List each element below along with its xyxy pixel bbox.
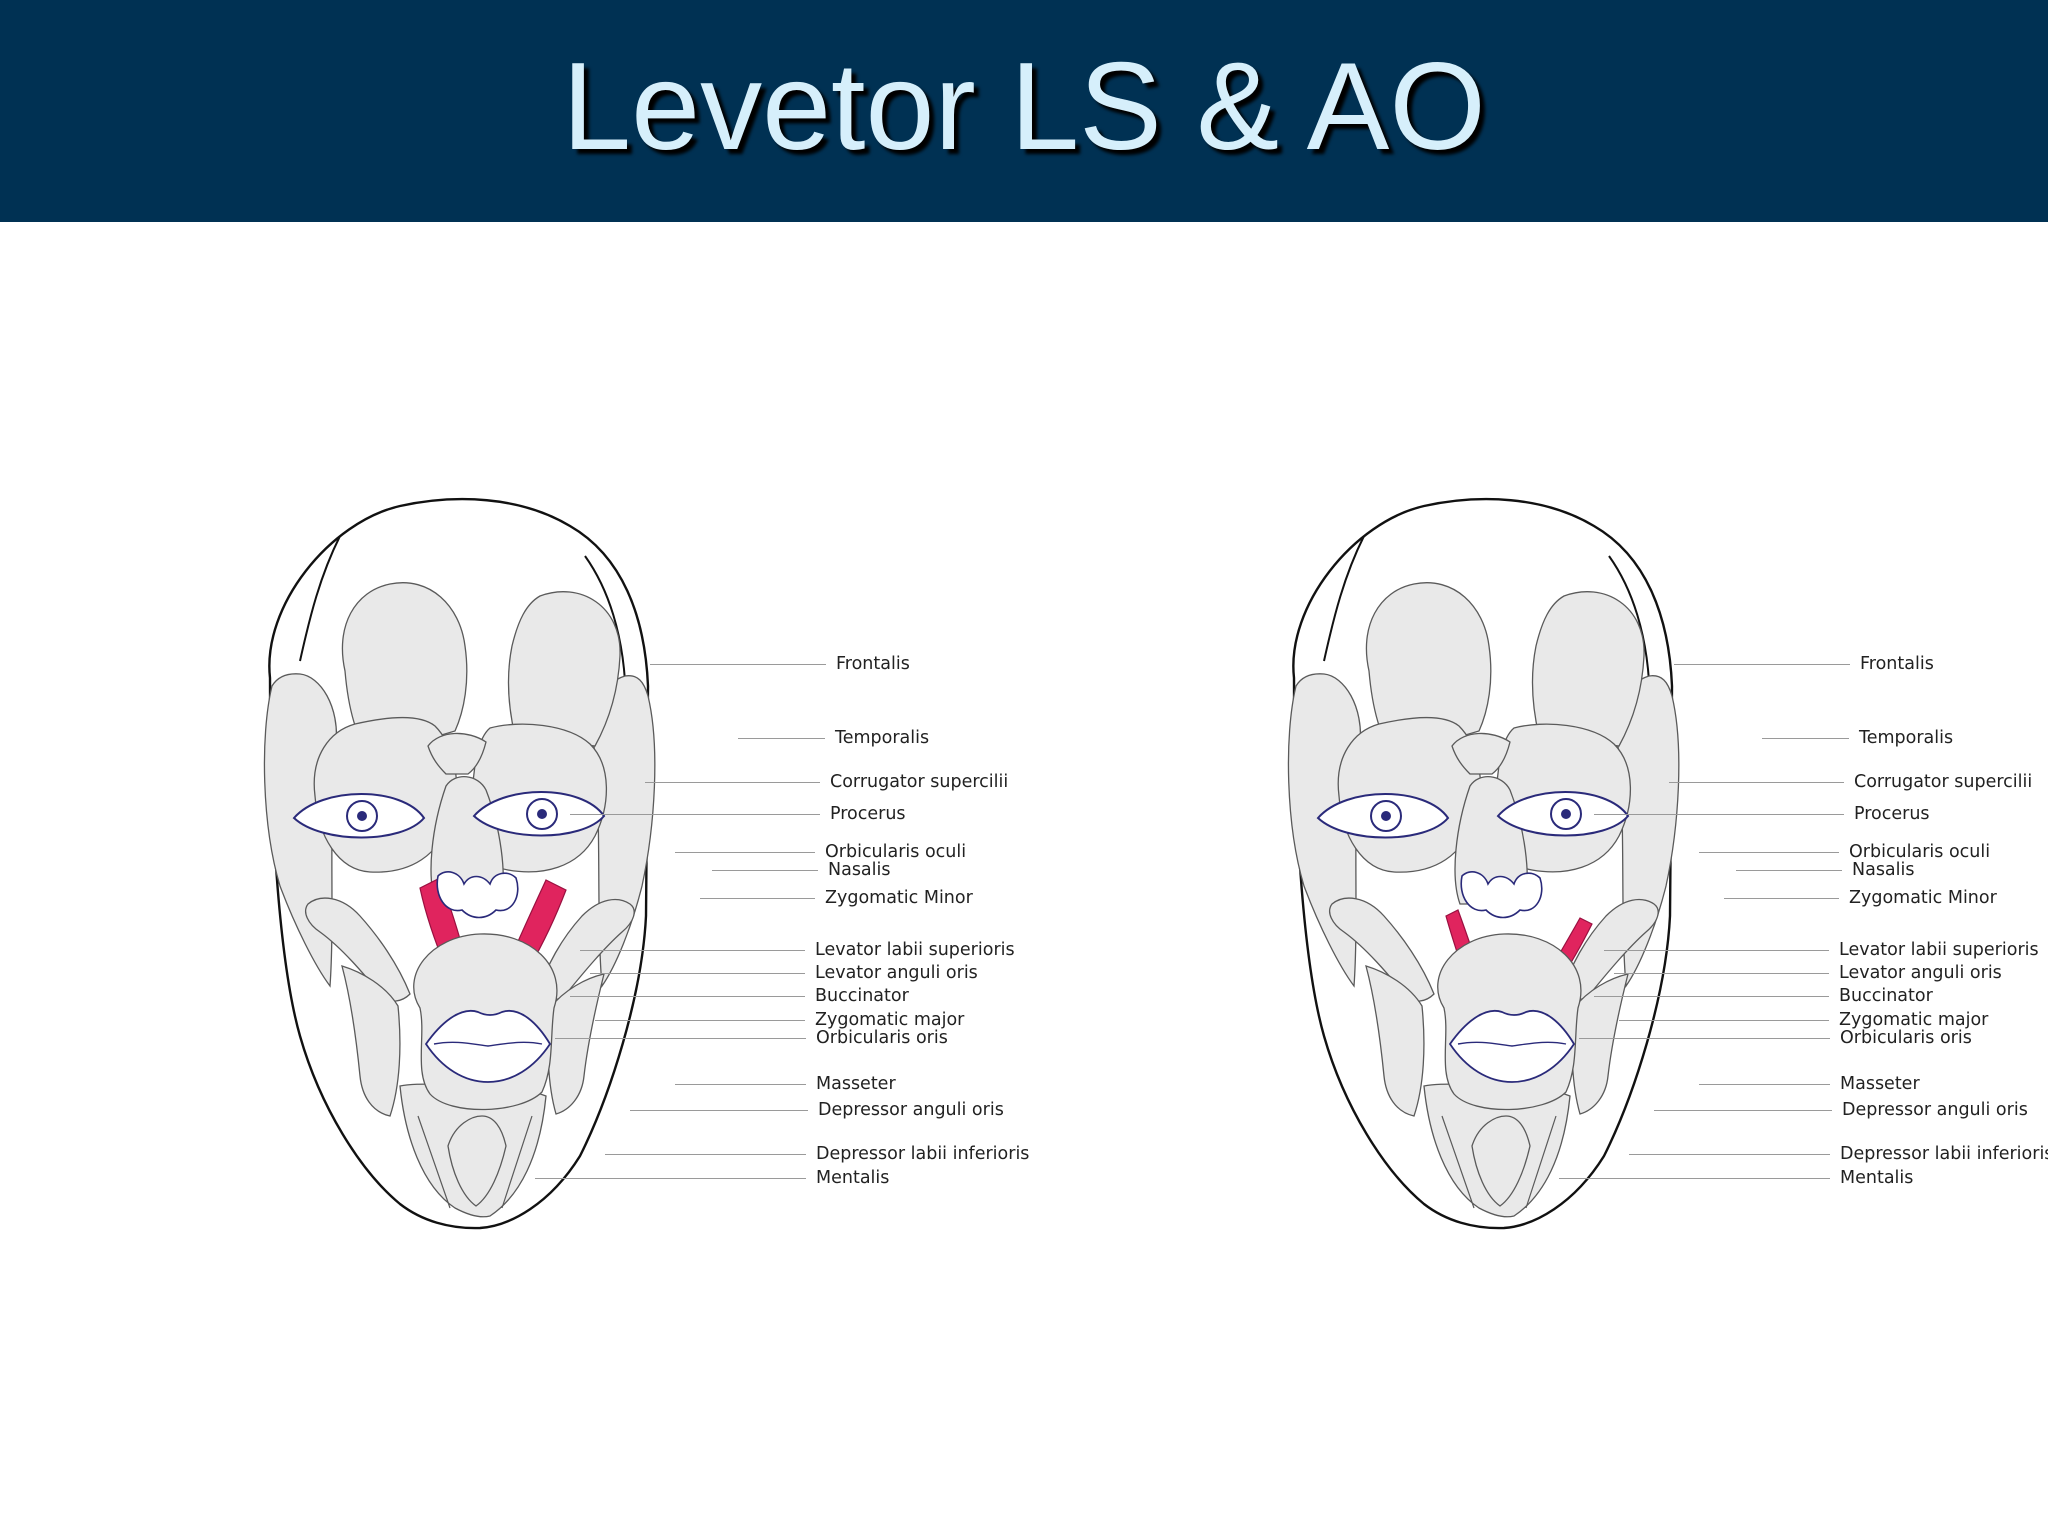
leader-line-temporalis [1762,738,1849,739]
label-temporalis: Temporalis [1859,728,1954,748]
leader-line-orbicularis-oculi [675,852,815,853]
label-masseter: Masseter [816,1074,896,1094]
label-masseter: Masseter [1840,1074,1920,1094]
pupil-right [1561,809,1571,819]
leader-line-procerus [1594,814,1844,815]
label-levator-labii-superioris: Levator labii superioris [815,940,1015,960]
frontalis-right [1531,591,1645,747]
leader-line-zygomatic-minor [700,898,815,899]
label-zygomatic-major: Zygomatic major [815,1010,965,1030]
leader-line-levator-labii-superioris [580,950,805,951]
label-depressor-anguli-oris: Depressor anguli oris [818,1100,1004,1120]
label-frontalis: Frontalis [1860,654,1934,674]
nose [436,871,519,919]
leader-line-buccinator [570,996,805,997]
leader-line-frontalis [650,664,826,665]
label-procerus: Procerus [1854,804,1930,824]
skull-contour-line [584,555,626,682]
leader-line-mentalis [1559,1178,1830,1179]
label-mentalis: Mentalis [1840,1168,1914,1188]
label-corrugator-supercilii: Corrugator supercilii [1854,772,2033,792]
procerus [1451,732,1511,775]
lip-line [433,1041,543,1047]
leader-line-procerus [570,814,820,815]
lip-line [1457,1041,1567,1047]
leader-line-zygomatic-major [595,1020,805,1021]
label-zygomatic-major: Zygomatic major [1839,1010,1989,1030]
leader-line-levator-anguli-oris [1614,973,1829,974]
label-depressor-labii-inferioris: Depressor labii inferioris [1840,1144,2048,1164]
leader-line-frontalis [1674,664,1850,665]
leader-line-masseter [675,1084,806,1085]
label-zygomatic-minor: Zygomatic Minor [1849,888,1997,908]
depressor-labii-inferioris-lines [417,1115,533,1209]
leader-line-mentalis [535,1178,806,1179]
leader-line-buccinator [1594,996,1829,997]
leader-line-nasalis [712,870,818,871]
label-levator-labii-superioris: Levator labii superioris [1839,940,2039,960]
depressor-labii-inferioris-lines [1441,1115,1557,1209]
zygomatic-major-left [305,897,411,1002]
label-depressor-anguli-oris: Depressor anguli oris [1842,1100,2028,1120]
masseter-right [547,973,605,1115]
face-illustration [1287,497,1680,1230]
leader-line-corrugator-supercilii [645,782,820,783]
label-depressor-labii-inferioris: Depressor labii inferioris [816,1144,1030,1164]
leader-line-corrugator-supercilii [1669,782,1844,783]
face-illustration [263,497,656,1230]
label-buccinator: Buccinator [815,986,909,1006]
label-orbicularis-oris: Orbicularis oris [1840,1028,1972,1048]
label-zygomatic-minor: Zygomatic Minor [825,888,973,908]
leader-line-orbicularis-oculi [1699,852,1839,853]
procerus [427,732,487,775]
leader-line-zygomatic-major [1619,1020,1829,1021]
nose [1460,871,1543,919]
masseter-right [1571,973,1629,1115]
leader-line-levator-anguli-oris [590,973,805,974]
leader-line-depressor-anguli-oris [630,1110,808,1111]
pupil-left [357,811,367,821]
label-levator-anguli-oris: Levator anguli oris [815,963,978,983]
label-orbicularis-oris: Orbicularis oris [816,1028,948,1048]
mentalis [1471,1115,1531,1207]
leader-line-depressor-labii-inferioris [605,1154,806,1155]
pupil-right [537,809,547,819]
frontalis-right [507,591,621,747]
slide-title: Levetor LS & AO [562,38,1486,176]
skull-contour-line [299,535,341,662]
masseter-left [341,965,401,1117]
leader-line-levator-labii-superioris [1604,950,1829,951]
leader-line-temporalis [738,738,825,739]
masseter-left [1365,965,1425,1117]
skull-contour-line [1608,555,1650,682]
mentalis [447,1115,507,1207]
leader-line-nasalis [1736,870,1842,871]
leader-line-orbicularis-oris [555,1038,806,1039]
label-nasalis: Nasalis [828,860,891,880]
label-nasalis: Nasalis [1852,860,1915,880]
label-buccinator: Buccinator [1839,986,1933,1006]
label-mentalis: Mentalis [816,1168,890,1188]
leader-line-depressor-labii-inferioris [1629,1154,1830,1155]
label-procerus: Procerus [830,804,906,824]
label-corrugator-supercilii: Corrugator supercilii [830,772,1009,792]
skull-contour-line [1323,535,1365,662]
label-orbicularis-oculi: Orbicularis oculi [1849,842,1991,862]
leader-line-masseter [1699,1084,1830,1085]
label-orbicularis-oculi: Orbicularis oculi [825,842,967,862]
pupil-left [1381,811,1391,821]
leader-line-depressor-anguli-oris [1654,1110,1832,1111]
title-bar: Levetor LS & AO [0,0,2048,222]
label-temporalis: Temporalis [835,728,930,748]
leader-line-zygomatic-minor [1724,898,1839,899]
zygomatic-major-left [1329,897,1435,1002]
label-frontalis: Frontalis [836,654,910,674]
label-levator-anguli-oris: Levator anguli oris [1839,963,2002,983]
leader-line-orbicularis-oris [1579,1038,1830,1039]
